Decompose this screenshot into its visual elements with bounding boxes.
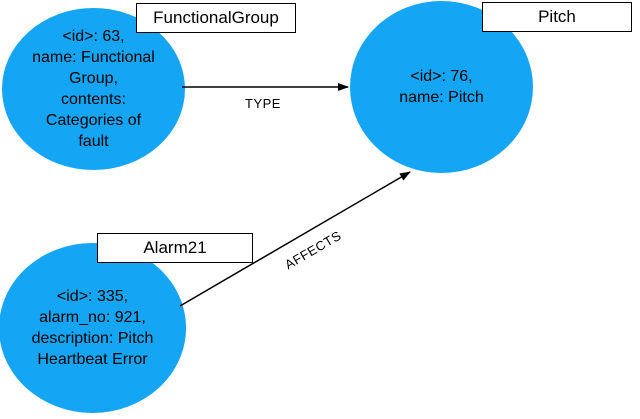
node-label-box-alarm21: Alarm21 — [97, 233, 253, 263]
node-alarm21: <id>: 335, alarm_no: 921, description: P… — [0, 243, 186, 413]
node-alarm21-properties: <id>: 335, alarm_no: 921, description: P… — [31, 288, 154, 368]
node-pitch-properties: <id>: 76, name: Pitch — [399, 68, 484, 106]
node-alarm21-label: Alarm21 — [143, 238, 207, 257]
edge-type-label: TYPE — [245, 96, 281, 111]
node-functional-group-properties: <id>: 63, name: Functional Group, conten… — [32, 28, 155, 150]
node-functional-group-label: FunctionalGroup — [153, 8, 279, 27]
node-label-box-functional-group: FunctionalGroup — [136, 3, 296, 33]
node-functional-group: <id>: 63, name: Functional Group, conten… — [2, 8, 185, 170]
node-pitch-label: Pitch — [538, 7, 576, 26]
node-label-box-pitch: Pitch — [482, 2, 632, 32]
edge-affects-label: AFFECTS — [282, 227, 344, 273]
